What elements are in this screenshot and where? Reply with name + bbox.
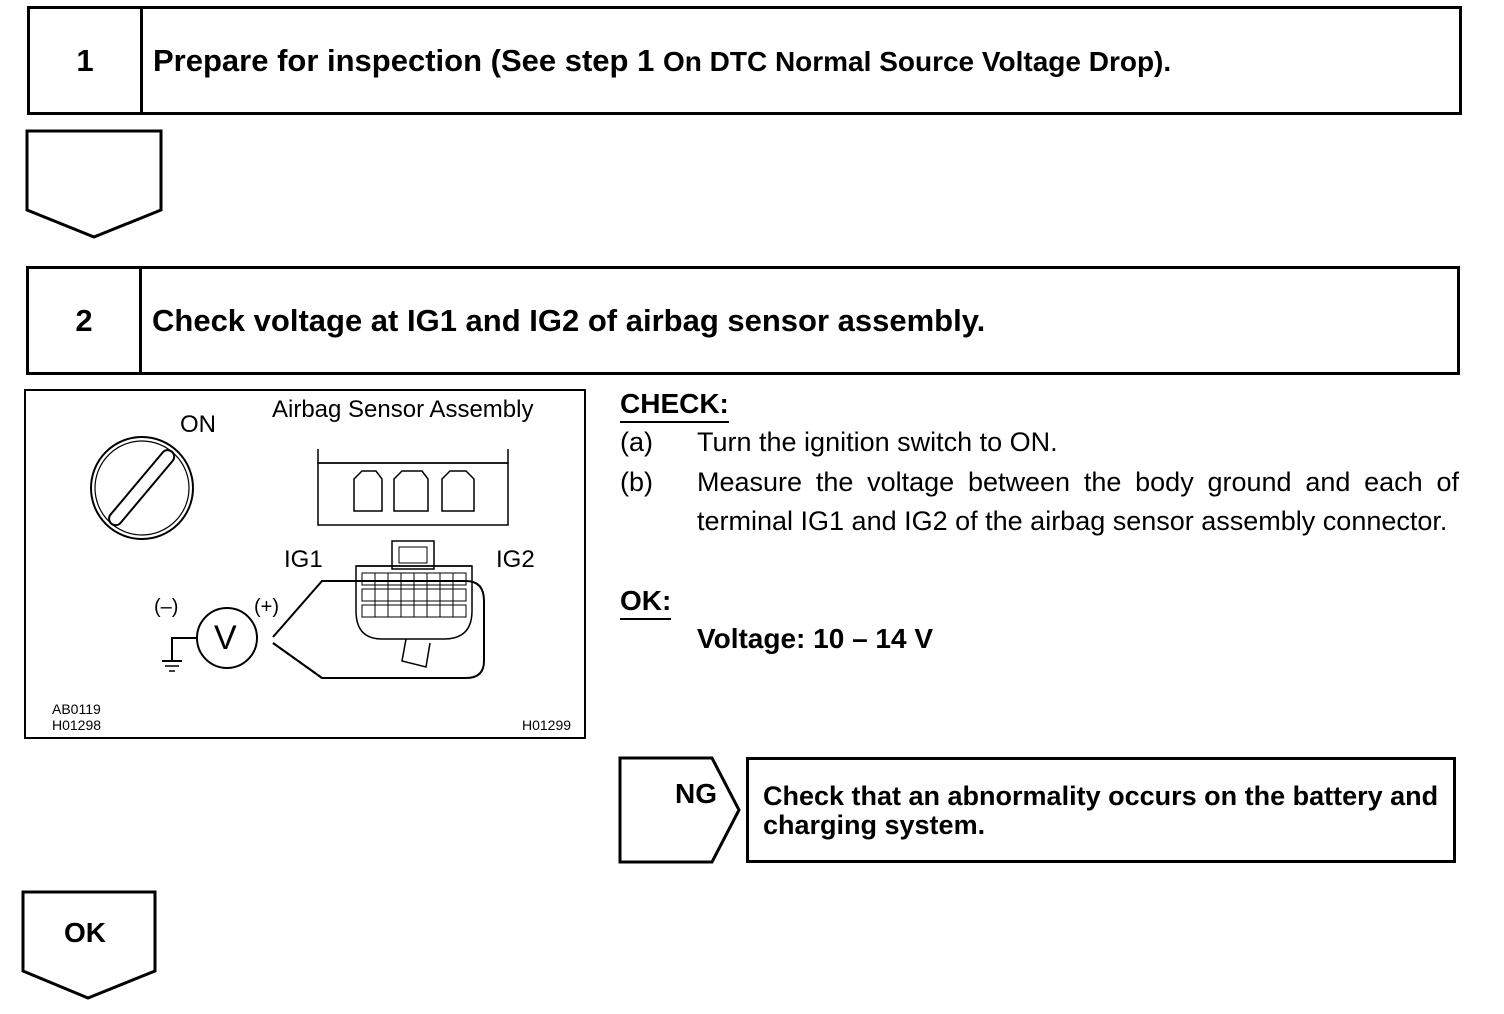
sensor-connector-icon [317, 449, 509, 526]
assembly-label: Airbag Sensor Assembly [272, 396, 534, 423]
flow-arrow-down-icon [25, 129, 163, 239]
check-heading: CHECK: [620, 388, 729, 423]
check-item-b-text: Measure the voltage between the body gro… [697, 467, 1459, 536]
figure-code-3: H01299 [522, 717, 572, 733]
check-item-a-text: Turn the ignition switch to ON. [697, 427, 1058, 457]
harness-connector-icon [355, 540, 473, 668]
figure-code-1: AB0119 [52, 701, 101, 717]
step-1-title-main: Prepare for inspection (See step 1 [153, 42, 663, 78]
negative-label: (–) [154, 596, 179, 618]
check-item-a-label: (a) [620, 427, 653, 457]
check-item-b-label: (b) [620, 467, 653, 497]
ng-action-box: Check that an abnormality occurs on the … [746, 757, 1456, 863]
ng-arrow-icon [618, 756, 741, 864]
step-1-title: Prepare for inspection (See step 1 On DT… [143, 43, 1171, 79]
step-2-number: 2 [29, 269, 142, 372]
ignition-switch-icon [90, 436, 194, 540]
voltmeter-label: V [214, 619, 237, 657]
wiring-diagram [90, 436, 509, 679]
ok-flow-label: OK [64, 917, 106, 948]
step-2-box: 2 Check voltage at IG1 and IG2 of airbag… [26, 266, 1460, 375]
ig1-label: IG1 [284, 546, 323, 573]
ok-arrow-icon [21, 890, 157, 1000]
step-1-title-suffix: On DTC Normal Source Voltage Drop). [662, 45, 1172, 77]
ignition-on-label: ON [180, 411, 216, 438]
ground-icon [162, 637, 197, 672]
figure-code-2: H01298 [52, 717, 102, 733]
airbag-sensor-figure: ON Airbag Sensor Assembly IG1 IG2 (–) (+… [24, 389, 586, 739]
step-1-number: 1 [30, 9, 143, 112]
step-2-title: Check voltage at IG1 and IG2 of airbag s… [152, 302, 986, 338]
ig2-label: IG2 [496, 546, 535, 573]
step-1-box: 1 Prepare for inspection (See step 1 On … [27, 6, 1462, 115]
ok-heading: OK: [620, 585, 672, 620]
ng-label: NG [675, 778, 717, 809]
positive-label: (+) [254, 596, 279, 618]
voltage-spec: Voltage: 10 – 14 V [697, 623, 934, 654]
